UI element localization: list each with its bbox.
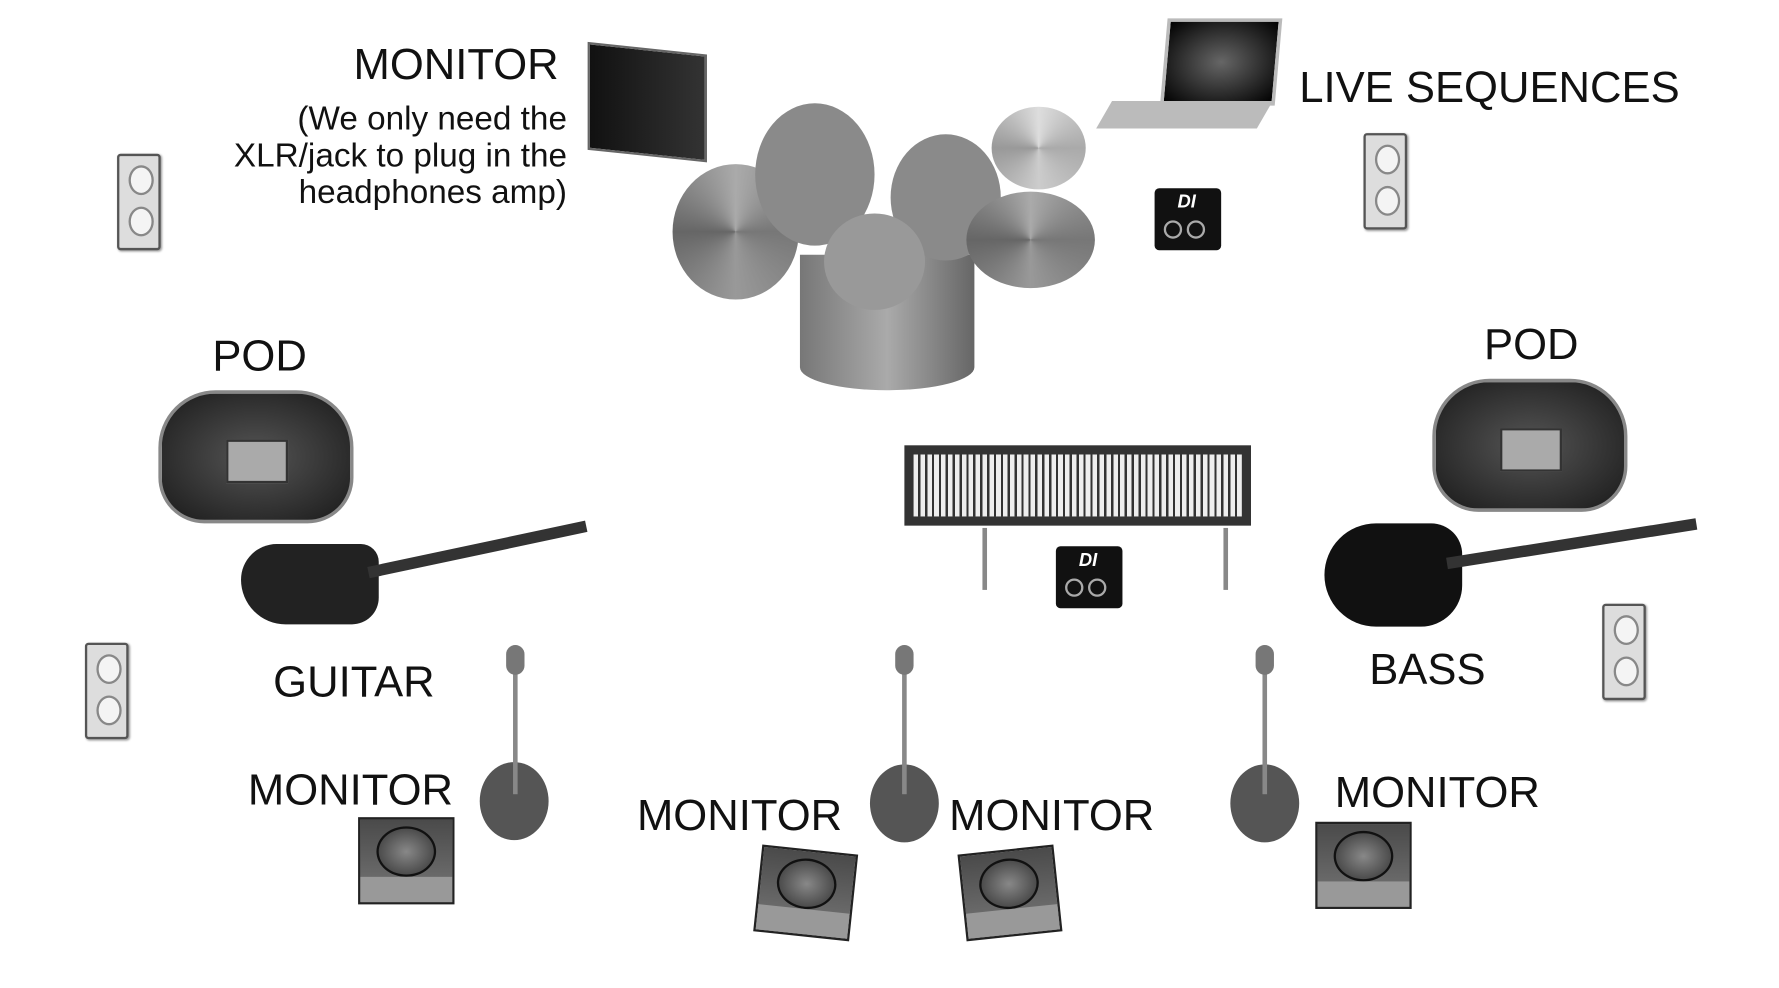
microphone-icon [1255, 645, 1274, 795]
label-monitor: MONITOR [1334, 768, 1540, 818]
floor-monitor-icon [358, 817, 455, 905]
label-live-sequences: LIVE SEQUENCES [1299, 64, 1680, 113]
power-outlet-icon [1602, 603, 1646, 701]
laptop-keyboard [1096, 100, 1273, 129]
laptop-icon [1159, 18, 1283, 106]
note-line: headphones amp) [298, 174, 567, 212]
power-outlet-icon [84, 642, 129, 740]
power-outlet-icon [1363, 133, 1408, 230]
monitor-speaker-icon [587, 41, 707, 163]
di-box-icon: DI [1154, 188, 1222, 251]
di-box-icon: DI [1055, 546, 1123, 609]
microphone-icon [506, 645, 525, 795]
keyboard-stand [1223, 527, 1229, 590]
floor-monitor-icon [957, 844, 1063, 942]
label-pod-right: POD [1483, 321, 1579, 370]
keyboard-stand [982, 527, 988, 590]
microphone-icon [895, 645, 914, 795]
label-monitor: MONITOR [949, 791, 1155, 841]
power-outlet-icon [117, 153, 161, 251]
keyboard-icon [904, 445, 1251, 526]
pod-amp-icon [1432, 378, 1628, 512]
label-monitor-top: MONITOR [353, 41, 559, 90]
floor-monitor-icon [1315, 821, 1412, 909]
label-monitor: MONITOR [636, 791, 843, 841]
pod-amp-icon [158, 390, 354, 524]
label-pod-left: POD [212, 332, 307, 382]
di-label: DI [1078, 550, 1098, 571]
floor-monitor-icon [753, 844, 859, 942]
monitor-note: (We only need the XLR/jack to plug in th… [234, 101, 567, 211]
label-monitor: MONITOR [247, 766, 454, 815]
note-line: (We only need the [297, 100, 567, 138]
note-line: XLR/jack to plug in the [233, 137, 567, 175]
label-bass: BASS [1369, 646, 1486, 695]
label-guitar: GUITAR [273, 658, 435, 707]
di-label: DI [1177, 192, 1196, 213]
